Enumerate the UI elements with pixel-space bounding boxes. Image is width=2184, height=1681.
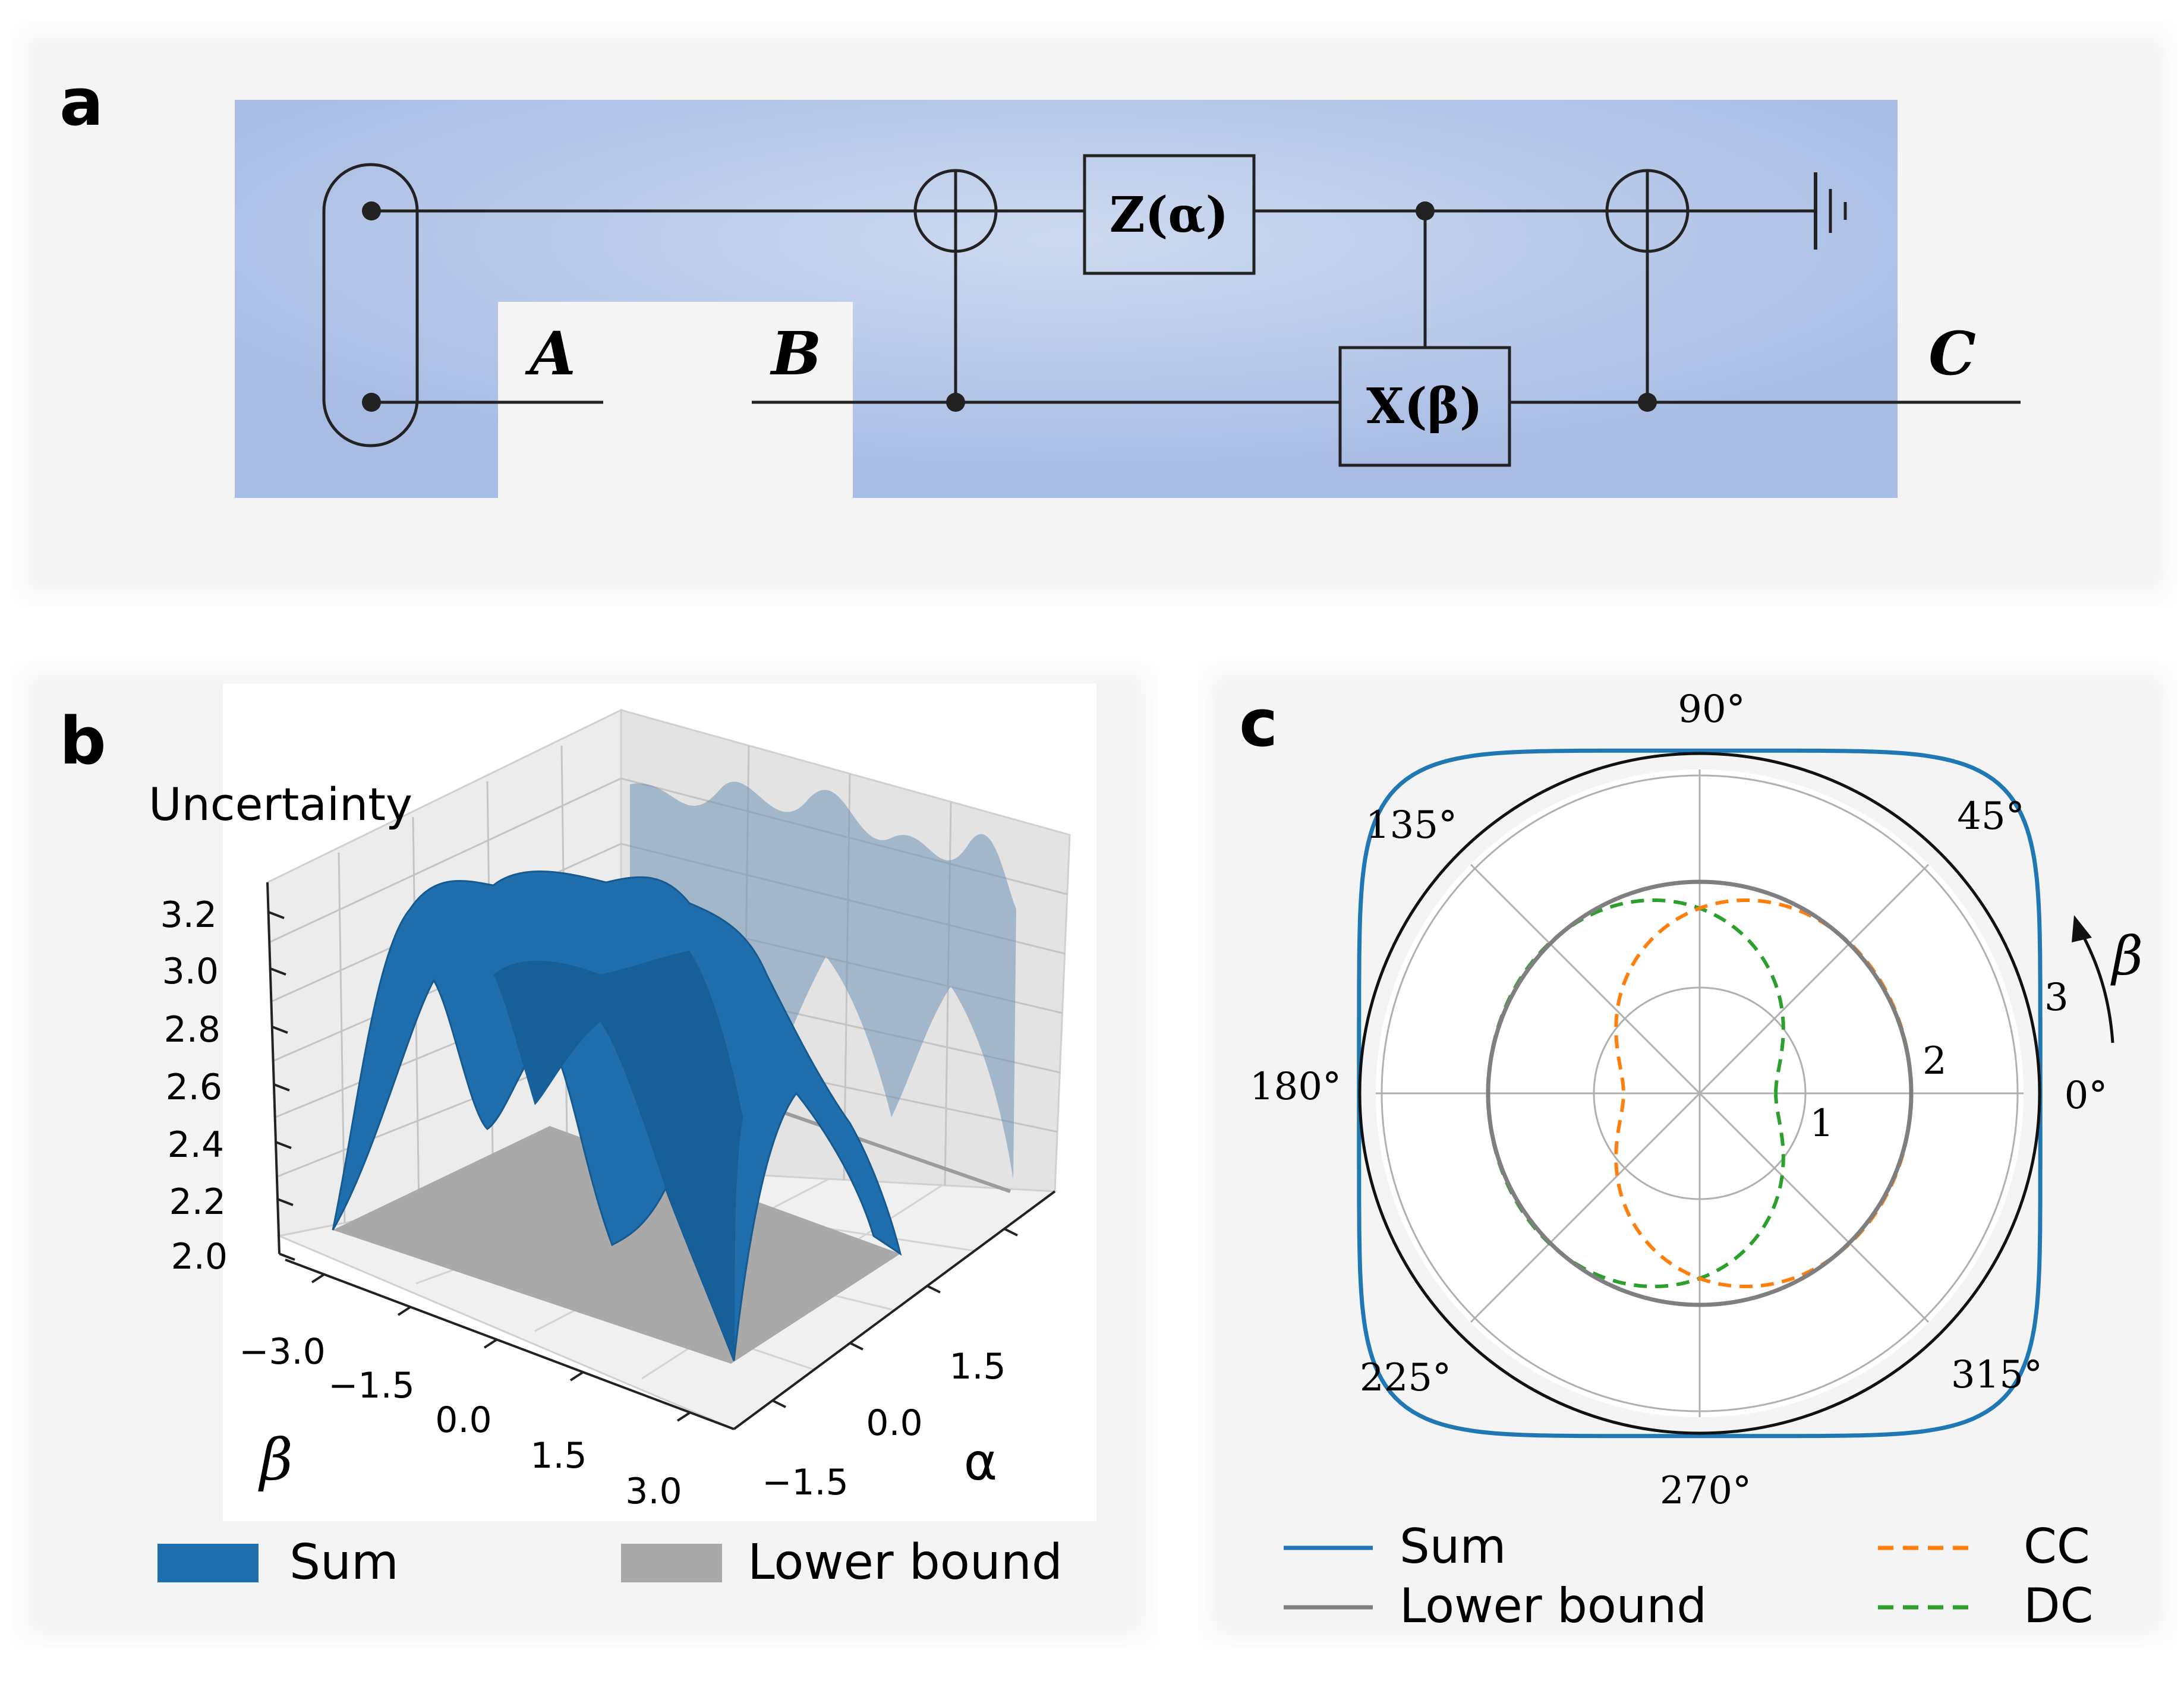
legend-c-label-cc: CC (2024, 1519, 2090, 1574)
z-tick-3-2: 3.2 (160, 894, 217, 936)
sum-surface (332, 871, 902, 1361)
radial-tick-3: 3 (2044, 976, 2069, 1020)
sum-surface-ridge (493, 951, 743, 1361)
lower-bound-plane (333, 1126, 900, 1364)
alpha-axis (733, 1190, 1056, 1430)
legend-c-label-lower-bound: Lower bound (1400, 1578, 1707, 1633)
legend-label-lower-bound: Lower bound (748, 1534, 1063, 1591)
wire-label-c: C (1928, 318, 1976, 389)
alpha-tick-m1-5: −1.5 (762, 1462, 849, 1503)
beta-tick-m3: −3.0 (239, 1331, 326, 1373)
angle-tick-180: 180° (1250, 1065, 1341, 1109)
z-gate-label: Z(α) (1110, 187, 1229, 244)
z-axis-label: Uncertainty (149, 778, 412, 831)
beta-tick-3: 3.0 (625, 1471, 682, 1512)
beta-arrow-head (2072, 915, 2092, 942)
x-gate (1338, 346, 1511, 467)
alpha-tick-1-5: 1.5 (949, 1346, 1006, 1387)
alpha-axis-ticks (772, 1228, 1018, 1408)
beta-direction-arrow (2078, 929, 2114, 1043)
legend-c-label-sum: Sum (1400, 1519, 1506, 1574)
beta-axis-label: β (258, 1427, 293, 1493)
z-gate (1083, 154, 1256, 275)
z-tick-2-0: 2.0 (171, 1236, 228, 1278)
legend-swatch-lower-bound (621, 1544, 722, 1582)
legend-label-sum: Sum (289, 1534, 399, 1591)
legend-c-label-dc: DC (2024, 1578, 2093, 1633)
legend-swatch-sum (157, 1544, 259, 1582)
z-axis (266, 882, 281, 1254)
z-tick-3-0: 3.0 (162, 951, 219, 992)
beta-direction-label: β (2110, 925, 2143, 988)
sum-projection (630, 781, 1016, 1179)
angle-tick-315: 315° (1951, 1353, 2043, 1397)
angle-tick-90: 90° (1678, 687, 1745, 731)
angle-tick-270: 270° (1660, 1469, 1751, 1513)
beta-tick-1-5: 1.5 (530, 1435, 587, 1477)
beta-tick-m1-5: −1.5 (328, 1365, 415, 1406)
radial-tick-2: 2 (1923, 1039, 1947, 1083)
angle-tick-225: 225° (1360, 1356, 1451, 1400)
z-ticks (268, 911, 295, 1261)
polar-outer-frame (1358, 752, 2041, 1435)
wire-label-a: A (525, 318, 576, 389)
x-gate-label: X(β) (1366, 378, 1483, 435)
bell-pair-capsule (322, 163, 419, 447)
cnot1-control (946, 393, 965, 412)
z-tick-2-2: 2.2 (169, 1181, 226, 1223)
panel-c-label: c (1239, 685, 1278, 761)
beta-tick-0: 0.0 (435, 1399, 491, 1441)
series-lower-bound-line (1486, 879, 1914, 1307)
series-cc-line (1614, 898, 1914, 1289)
beta-axis-ticks (311, 1273, 691, 1422)
z-tick-2-6: 2.6 (166, 1067, 222, 1108)
angle-tick-0: 0° (2065, 1074, 2108, 1118)
wire-label-b: B (770, 318, 822, 389)
beta-axis (285, 1259, 735, 1430)
circuit-background (235, 100, 1898, 498)
panel-a-label: a (59, 64, 103, 140)
alpha-axis-label: α (964, 1433, 998, 1492)
cnot2-control (1638, 393, 1657, 412)
z-tick-2-4: 2.4 (168, 1124, 224, 1166)
alpha-tick-0: 0.0 (866, 1402, 922, 1444)
radial-tick-1: 1 (1810, 1102, 1834, 1146)
polar-grid (1376, 769, 2024, 1417)
angle-tick-135: 135° (1366, 803, 1457, 847)
z-tick-2-8: 2.8 (164, 1009, 220, 1051)
panel-b-label: b (59, 703, 106, 779)
angle-tick-45: 45° (1957, 794, 2024, 838)
